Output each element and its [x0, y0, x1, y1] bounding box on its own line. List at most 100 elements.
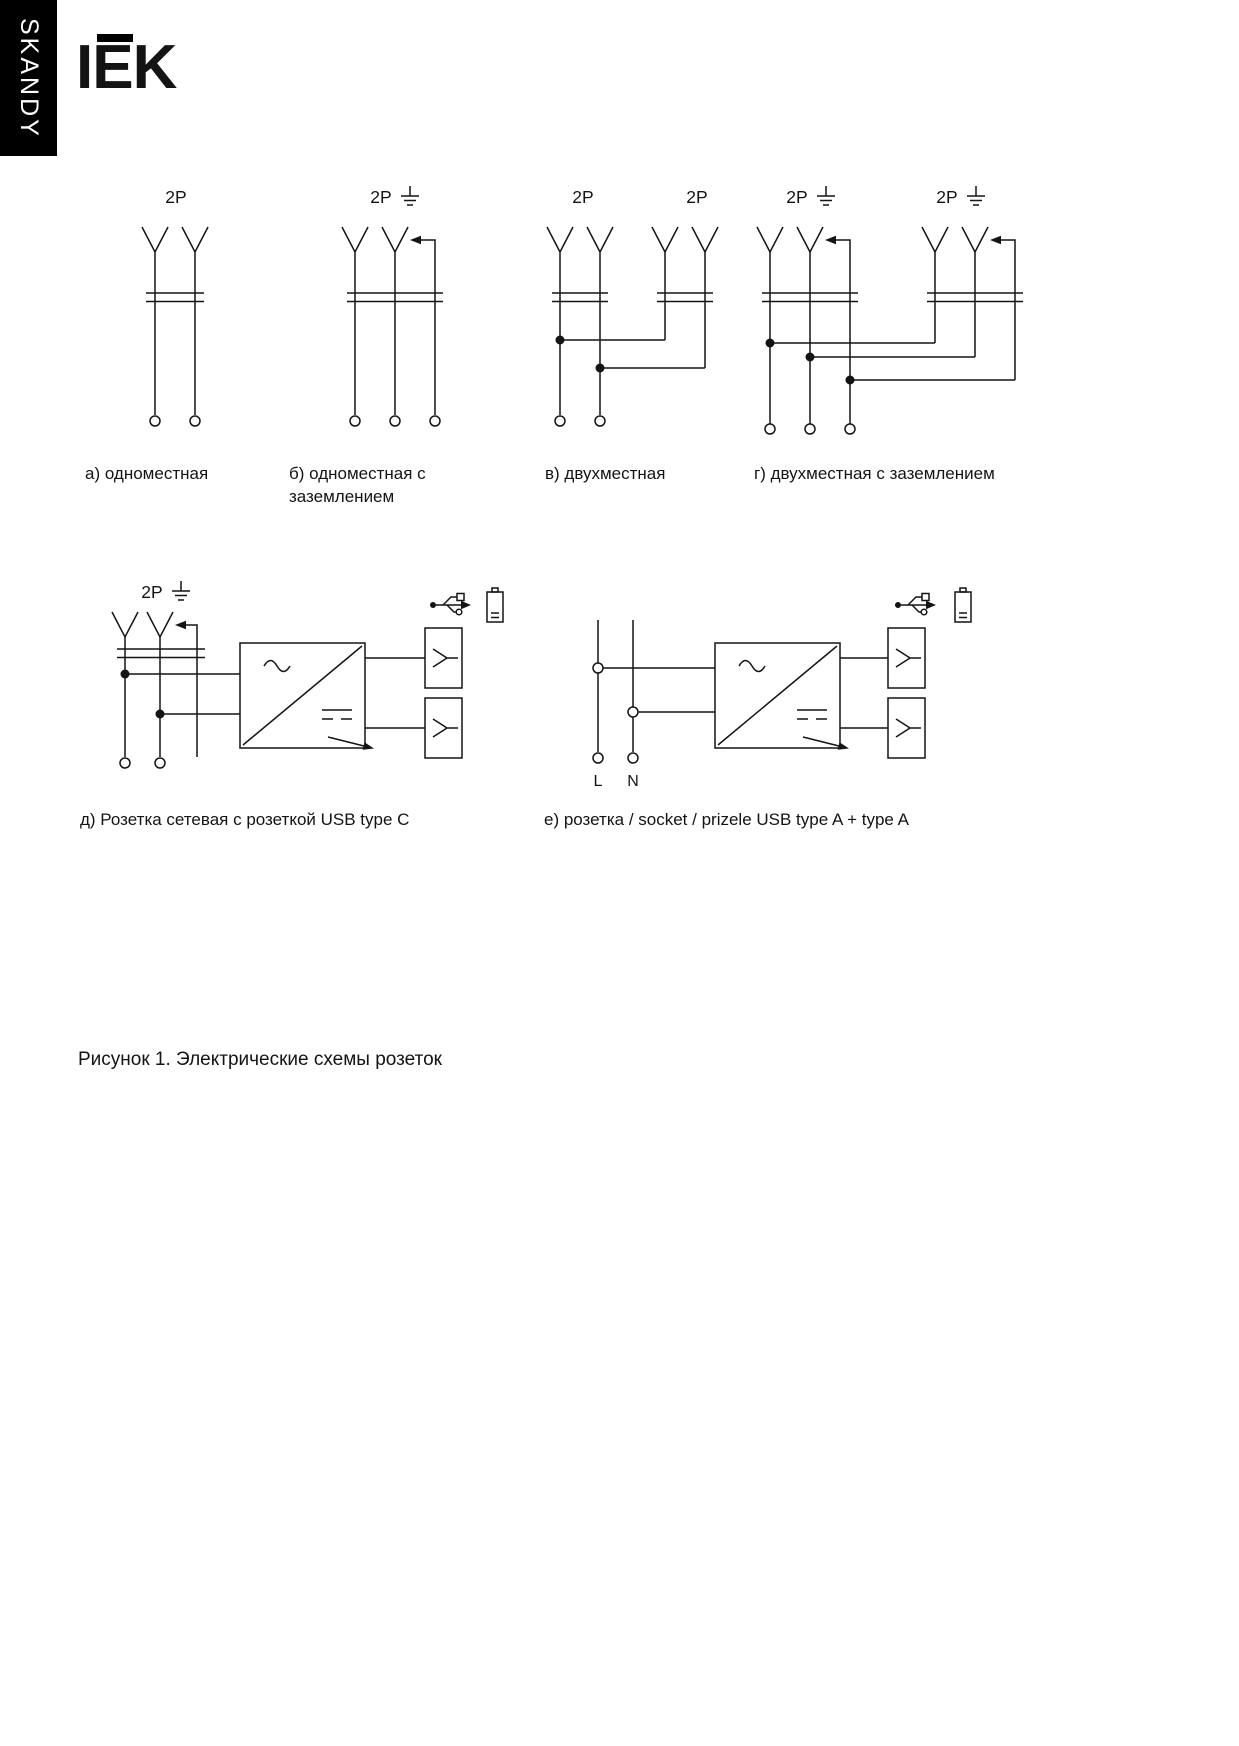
- wires: [597, 620, 634, 752]
- ac-dc-converter: [239, 642, 375, 751]
- wires: [769, 252, 976, 424]
- usb-icon: [894, 592, 937, 616]
- socket-contact-fork: [181, 226, 209, 253]
- earth-wire: [1001, 239, 1016, 380]
- socket-contact-fork: [756, 226, 784, 253]
- label-2p: 2P: [165, 187, 186, 207]
- terminal: [349, 415, 361, 427]
- caption-diagram-d: д) Розетка сетевая с розеткой USB type C: [80, 810, 410, 829]
- socket-contact-fork: [341, 226, 369, 253]
- terminal: [592, 752, 604, 764]
- schematic-socket-usb-a-a: [592, 587, 972, 764]
- usb-outlet-box: [424, 697, 463, 759]
- socket-body-bars: [762, 292, 1023, 303]
- label-2p: 2P: [370, 187, 391, 207]
- link-wires: [560, 339, 705, 369]
- socket-body-bars: [347, 292, 443, 303]
- battery-icon: [954, 587, 972, 623]
- schematics-canvas: 2P 2P 2P 2P 2P 2P 2P L N: [111, 185, 1023, 790]
- terminal: [429, 415, 441, 427]
- schematic-double-socket-earthed: [756, 185, 1023, 435]
- schematic-single-socket-earthed: [341, 185, 443, 427]
- label-2p: 2P: [936, 187, 957, 207]
- label-line: L: [594, 773, 603, 790]
- socket-contact-fork: [141, 226, 169, 253]
- terminal: [804, 423, 816, 435]
- caption-diagram-a: а) одноместная: [85, 464, 209, 483]
- feed-wires: [125, 673, 240, 715]
- socket-contact-fork: [146, 611, 174, 638]
- earth-arrow-icon: [410, 235, 421, 245]
- usb-outlet-box: [887, 697, 926, 759]
- socket-contact-fork: [921, 226, 949, 253]
- label-2p: 2P: [686, 187, 707, 207]
- caption-diagram-b-line1: б) одноместная с: [289, 464, 426, 483]
- socket-body-bars: [146, 292, 204, 303]
- earth-arrow-icon: [175, 620, 186, 630]
- label-2p: 2P: [572, 187, 593, 207]
- socket-contact-fork: [546, 226, 574, 253]
- terminal: [844, 423, 856, 435]
- junction-dot: [555, 335, 565, 345]
- terminal: [592, 662, 604, 674]
- feed-wires: [603, 667, 715, 713]
- output-wires: [840, 657, 888, 729]
- caption-diagram-b: б) одноместная с заземлением: [289, 463, 426, 509]
- ground-icon: [966, 185, 986, 206]
- socket-body-bars: [117, 648, 205, 659]
- battery-icon: [486, 587, 504, 623]
- junction-dot: [595, 363, 605, 373]
- terminal: [627, 706, 639, 718]
- socket-contact-fork: [586, 226, 614, 253]
- socket-contact-fork: [691, 226, 719, 253]
- terminal: [764, 423, 776, 435]
- terminal: [594, 415, 606, 427]
- earth-arrow-icon: [990, 235, 1001, 245]
- socket-contact-fork: [651, 226, 679, 253]
- socket-contact-fork: [961, 226, 989, 253]
- wires: [124, 637, 161, 757]
- schematic-socket-usb-c: [111, 580, 504, 769]
- logo-macron-bar: [97, 34, 133, 42]
- ground-icon: [816, 185, 836, 206]
- terminal: [554, 415, 566, 427]
- usb-icon: [429, 592, 472, 616]
- schematic-double-socket: [546, 226, 719, 427]
- terminal: [189, 415, 201, 427]
- schematic-single-socket: [141, 226, 209, 427]
- usb-outlet-box: [424, 627, 463, 689]
- socket-contact-fork: [111, 611, 139, 638]
- label-2p: 2P: [141, 582, 162, 602]
- socket-contact-fork: [796, 226, 824, 253]
- socket-body-bars: [552, 292, 713, 303]
- terminal: [149, 415, 161, 427]
- terminal: [389, 415, 401, 427]
- junction-dot: [845, 375, 855, 385]
- wires: [559, 252, 706, 415]
- link-wires: [770, 342, 1015, 381]
- junction-dot: [765, 338, 775, 348]
- series-tab: SKANDY: [0, 0, 57, 156]
- ground-icon: [171, 580, 191, 601]
- figure-caption: Рисунок 1. Электрические схемы розеток: [78, 1049, 442, 1070]
- ac-dc-converter: [714, 642, 850, 751]
- wires: [354, 252, 396, 415]
- terminal: [154, 757, 166, 769]
- label-2p: 2P: [786, 187, 807, 207]
- socket-contact-fork: [381, 226, 409, 253]
- junction-dot: [805, 352, 815, 362]
- usb-outlet-box: [887, 627, 926, 689]
- caption-diagram-v: в) двухместная: [545, 464, 666, 483]
- earth-arrow-icon: [825, 235, 836, 245]
- terminal: [627, 752, 639, 764]
- label-neutral: N: [627, 773, 639, 790]
- caption-diagram-b-line2: заземлением: [289, 486, 395, 506]
- caption-diagram-e: е) розетка / socket / prizele USB type A…: [544, 810, 910, 829]
- wires: [154, 252, 196, 415]
- ground-icon: [400, 185, 420, 206]
- caption-diagram-g: г) двухместная с заземлением: [754, 464, 995, 483]
- earth-wire: [836, 239, 851, 424]
- terminal: [119, 757, 131, 769]
- earth-wire: [186, 624, 198, 757]
